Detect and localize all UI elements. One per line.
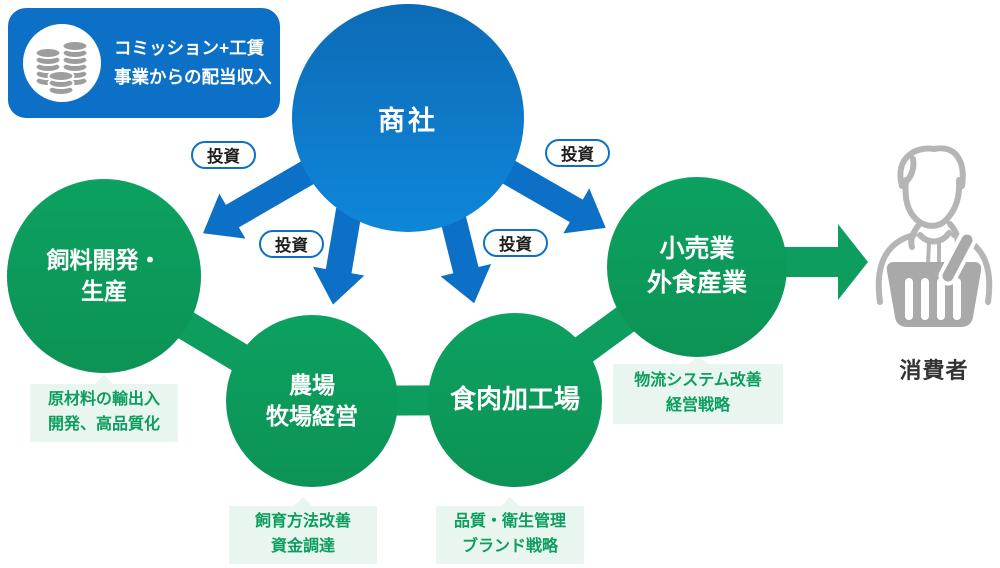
investment-label: 投資 xyxy=(275,237,308,255)
revenue-text: コミッション+工賃 事業からの配当収入 xyxy=(114,34,272,92)
note-line: 品質・衛生管理 xyxy=(453,513,566,531)
note-line: 経営戦略 xyxy=(665,397,730,414)
revenue-line-1: コミッション+工賃 xyxy=(114,38,265,59)
note-farm: 飼育方法改善 資金調達 xyxy=(229,506,377,564)
investment-pill-farm: 投資 xyxy=(259,230,324,258)
revenue-box: コミッション+工賃 事業からの配当収入 xyxy=(8,8,280,118)
node-circle-meat: 食肉加工場 xyxy=(428,313,602,487)
consumer-basket-icon xyxy=(875,145,993,327)
investment-pill-feed: 投資 xyxy=(191,141,256,169)
coins-icon xyxy=(34,40,89,96)
investment-arrow-meat xyxy=(438,206,492,304)
node-label-line: 牧場経営 xyxy=(266,403,358,429)
node-label-line: 食肉加工場 xyxy=(449,384,580,415)
investment-label: 投資 xyxy=(207,148,240,166)
node-label-line: 外食産業 xyxy=(646,269,747,297)
consumer-label: 消費者 xyxy=(899,358,969,383)
revenue-line-2: 事業からの配当収入 xyxy=(114,67,272,87)
node-label-line: 飼料開発・ xyxy=(46,246,162,273)
note-line: 物流システム改善 xyxy=(634,372,762,390)
note-feed: 原材料の輸出入 開発、高品質化 xyxy=(30,384,178,442)
investment-arrow-retail xyxy=(493,155,606,234)
note-line: 原材料の輸出入 xyxy=(47,391,160,409)
note-line: 飼育方法改善 xyxy=(254,513,351,531)
hub-circle-trading-company: 商社 xyxy=(292,4,524,232)
investment-label: 投資 xyxy=(499,236,532,254)
node-label-line: 農場 xyxy=(289,371,335,398)
note-meat: 品質・衛生管理 ブランド戦略 xyxy=(436,506,584,564)
note-retail: 物流システム改善 経営戦略 xyxy=(613,364,783,424)
node-circle-feed: 飼料開発・ 生産 xyxy=(7,179,201,373)
investment-arrow-farm xyxy=(313,207,365,305)
hub-label: 商社 xyxy=(378,105,438,136)
note-line: 開発、高品質化 xyxy=(47,416,160,433)
consumer-arrow xyxy=(760,224,868,300)
node-label-line: 小売業 xyxy=(659,235,735,264)
node-circle-retail: 小売業 外食産業 xyxy=(607,177,787,357)
consumer: 消費者 xyxy=(866,142,1000,385)
note-line: 資金調達 xyxy=(270,538,335,555)
node-label-line: 生産 xyxy=(81,278,127,304)
note-line: ブランド戦略 xyxy=(461,538,558,555)
investment-pill-meat: 投資 xyxy=(483,229,548,257)
investment-pill-retail: 投資 xyxy=(545,139,610,167)
node-circle-farm: 農場 牧場経営 xyxy=(226,315,398,487)
investment-arrow-feed xyxy=(202,158,319,239)
coin-circle xyxy=(23,24,101,102)
investment-label: 投資 xyxy=(561,146,594,164)
